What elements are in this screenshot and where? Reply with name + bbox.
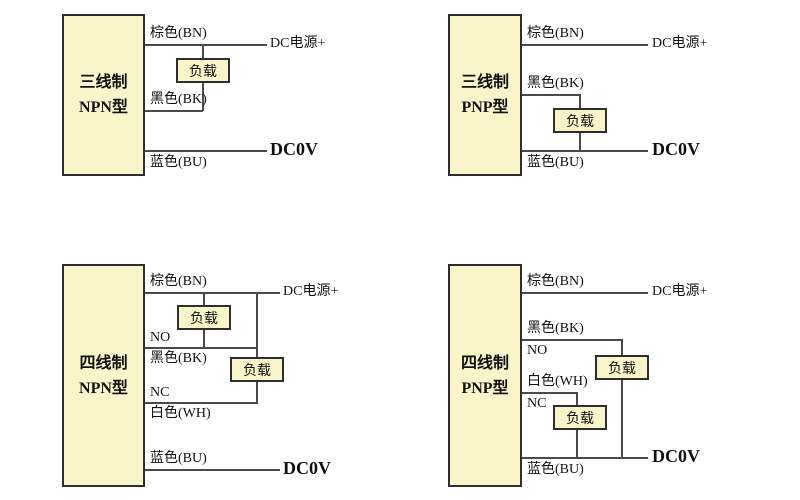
sensor-box-pnp3: 三线制 PNP型: [448, 14, 522, 176]
connector-line: [202, 83, 204, 111]
dc-power-plus-label: DC电源+: [652, 36, 708, 51]
sensor-label-line1: 三线制: [79, 74, 128, 91]
dc0v-label: DC0V: [652, 139, 700, 159]
brown-wire-line: [522, 292, 648, 294]
load-label: 负载: [189, 64, 217, 80]
brown-wire-label: 棕色(BN): [527, 274, 584, 289]
brown-wire-line: [145, 44, 267, 46]
black-wire-label: 黑色(BK): [527, 321, 584, 336]
load-box: 负载: [553, 108, 607, 133]
brown-wire-label: 棕色(BN): [527, 26, 584, 41]
brown-wire-line: [522, 44, 648, 46]
load-label: 负载: [608, 361, 636, 377]
dc0v-label: DC0V: [283, 458, 331, 478]
blue-wire-line: [145, 150, 267, 152]
connector-line: [579, 133, 581, 151]
sensor-label-line1: 四线制: [79, 354, 128, 372]
black-wire-line: [145, 110, 203, 112]
nc-contact-label: NC: [150, 385, 170, 400]
connector-line: [579, 94, 581, 108]
blue-wire-line: [522, 150, 648, 152]
load-label: 负载: [566, 411, 594, 427]
brown-wire-label: 棕色(BN): [150, 274, 207, 289]
connector-line: [256, 382, 258, 403]
blue-wire-label: 蓝色(BU): [527, 155, 584, 170]
blue-wire-label: 蓝色(BU): [527, 462, 584, 477]
sensor-box-pnp4: 四线制 PNP型: [448, 264, 522, 487]
load-box: 负载: [177, 305, 231, 330]
white-wire-label: 白色(WH): [527, 374, 588, 389]
load-label: 负载: [190, 311, 218, 327]
white-wire-line: [145, 402, 258, 404]
connector-line: [256, 292, 258, 357]
sensor-box-npn4: 四线制 NPN型: [62, 264, 145, 487]
no-contact-label: NO: [150, 330, 171, 345]
blue-wire-line: [522, 457, 648, 459]
load-label: 负载: [566, 114, 594, 130]
blue-wire-label: 蓝色(BU): [150, 155, 207, 170]
white-wire-line: [522, 392, 578, 394]
connector-line: [621, 380, 623, 458]
load-label: 负载: [243, 363, 271, 379]
blue-wire-label: 蓝色(BU): [150, 451, 207, 466]
load-box: 负载: [595, 355, 649, 380]
black-wire-line: [522, 339, 623, 341]
load-box: 负载: [553, 405, 607, 430]
sensor-box-npn3: 三线制 NPN型: [62, 14, 145, 176]
dc-power-plus-label: DC电源+: [283, 284, 339, 299]
connector-line: [203, 330, 205, 348]
dc0v-label: DC0V: [270, 139, 318, 159]
connector-line: [576, 430, 578, 458]
black-wire-label: 黑色(BK): [527, 76, 584, 91]
brown-wire-label: 棕色(BN): [150, 26, 207, 41]
dc-power-plus-label: DC电源+: [270, 36, 326, 51]
connector-line: [576, 392, 578, 405]
blue-wire-line: [145, 469, 280, 471]
black-wire-line: [522, 94, 581, 96]
dc0v-label: DC0V: [652, 446, 700, 466]
sensor-label-line2: PNP型: [461, 379, 509, 397]
black-wire-line: [145, 347, 258, 349]
load-box: 负载: [230, 357, 284, 382]
connector-line: [203, 292, 205, 305]
brown-wire-line: [145, 292, 280, 294]
load-box: 负载: [176, 58, 230, 83]
sensor-label-line1: 三线制: [460, 74, 509, 91]
sensor-label-line2: NPN型: [79, 379, 128, 397]
white-wire-label: 白色(WH): [150, 406, 211, 421]
sensor-label-line2: NPN型: [79, 99, 128, 116]
sensor-label-line1: 四线制: [460, 354, 509, 372]
sensor-label-line2: PNP型: [461, 99, 509, 116]
connector-line: [621, 339, 623, 355]
no-contact-label: NO: [527, 343, 548, 358]
black-wire-label: 黑色(BK): [150, 351, 207, 366]
dc-power-plus-label: DC电源+: [652, 284, 708, 299]
nc-contact-label: NC: [527, 396, 547, 411]
connector-line: [202, 44, 204, 58]
black-wire-label: 黑色(BK): [150, 92, 207, 107]
